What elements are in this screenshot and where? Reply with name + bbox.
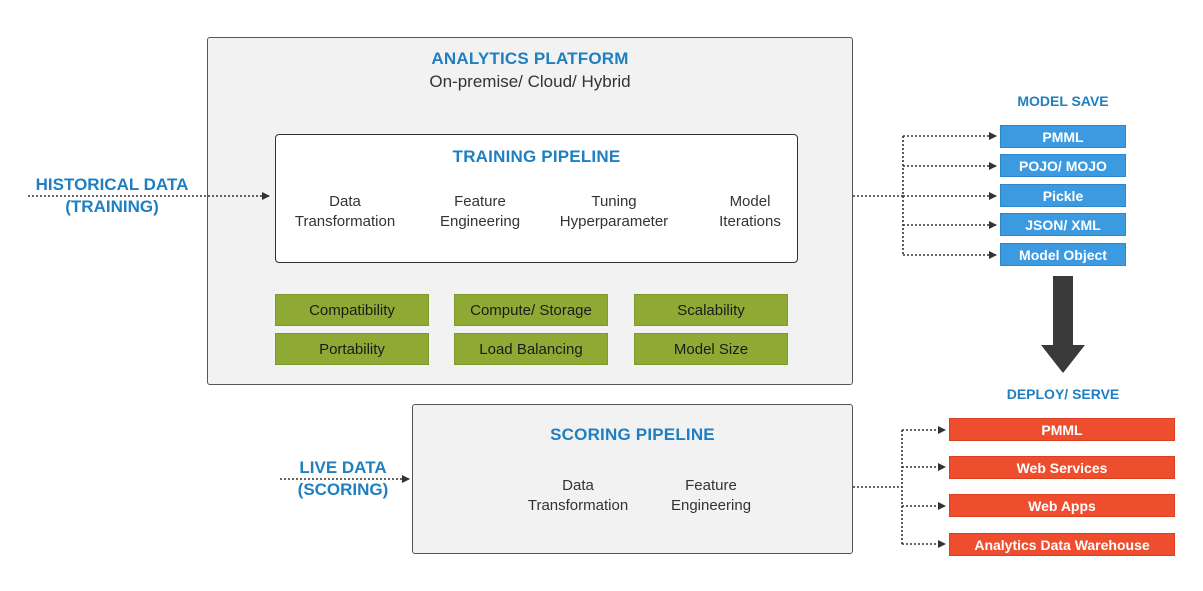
training-step-tuning-hyperparameter: Tuning Hyperparameter bbox=[544, 192, 684, 232]
scoring-step-data-transformation: Data Transformation bbox=[508, 476, 648, 516]
label-line: (TRAINING) bbox=[65, 197, 159, 216]
model-save-model-object: Model Object bbox=[1000, 243, 1126, 266]
live-data-label: LIVE DATA (SCORING) bbox=[278, 457, 408, 501]
step-line: Engineering bbox=[439, 213, 521, 230]
model-save-json-xml: JSON/ XML bbox=[1000, 213, 1126, 236]
label-line: (SCORING) bbox=[297, 480, 389, 499]
step-line: Hyperparameter bbox=[559, 213, 669, 230]
training-step-data-transformation: Data Transformation bbox=[275, 192, 415, 232]
step-line: Model bbox=[729, 193, 771, 210]
scoring-step-feature-engineering: Feature Engineering bbox=[641, 476, 781, 516]
step-line: Tuning bbox=[591, 193, 637, 210]
deploy-analytics-data-warehouse: Analytics Data Warehouse bbox=[949, 533, 1175, 556]
step-line: Transformation bbox=[527, 497, 629, 514]
deploy-serve-title: DEPLOY/ SERVE bbox=[1006, 386, 1120, 402]
consideration-compute-storage: Compute/ Storage bbox=[454, 294, 608, 326]
training-pipeline-box bbox=[275, 134, 798, 263]
consideration-scalability: Scalability bbox=[634, 294, 788, 326]
step-line: Feature bbox=[685, 477, 737, 494]
training-step-model-iterations: Model Iterations bbox=[680, 192, 820, 232]
step-line: Data bbox=[562, 477, 594, 494]
scoring-pipeline-title: SCORING PIPELINE bbox=[550, 425, 715, 444]
step-line: Feature bbox=[454, 193, 506, 210]
scoring-pipeline-panel bbox=[412, 404, 853, 554]
step-line: Data bbox=[329, 193, 361, 210]
training-step-feature-engineering: Feature Engineering bbox=[410, 192, 550, 232]
step-line: Transformation bbox=[294, 213, 396, 230]
model-save-title: MODEL SAVE bbox=[1017, 93, 1109, 109]
deploy-web-services: Web Services bbox=[949, 456, 1175, 479]
deploy-pmml: PMML bbox=[949, 418, 1175, 441]
model-save-pickle: Pickle bbox=[1000, 184, 1126, 207]
model-save-pmml: PMML bbox=[1000, 125, 1126, 148]
model-save-pojo-mojo: POJO/ MOJO bbox=[1000, 154, 1126, 177]
platform-subtitle: On-premise/ Cloud/ Hybrid bbox=[429, 72, 631, 91]
training-pipeline-title: TRAINING PIPELINE bbox=[452, 147, 621, 166]
step-line: Engineering bbox=[670, 497, 752, 514]
down-arrow-icon bbox=[1041, 276, 1085, 373]
consideration-load-balancing: Load Balancing bbox=[454, 333, 608, 365]
historical-data-label: HISTORICAL DATA (TRAINING) bbox=[20, 174, 204, 218]
label-line: HISTORICAL DATA bbox=[35, 175, 189, 194]
deploy-web-apps: Web Apps bbox=[949, 494, 1175, 517]
step-line: Iterations bbox=[719, 213, 781, 230]
consideration-model-size: Model Size bbox=[634, 333, 788, 365]
platform-title: ANALYTICS PLATFORM bbox=[431, 49, 629, 68]
consideration-compatibility: Compatibility bbox=[275, 294, 429, 326]
consideration-portability: Portability bbox=[275, 333, 429, 365]
label-line: LIVE DATA bbox=[299, 458, 387, 477]
